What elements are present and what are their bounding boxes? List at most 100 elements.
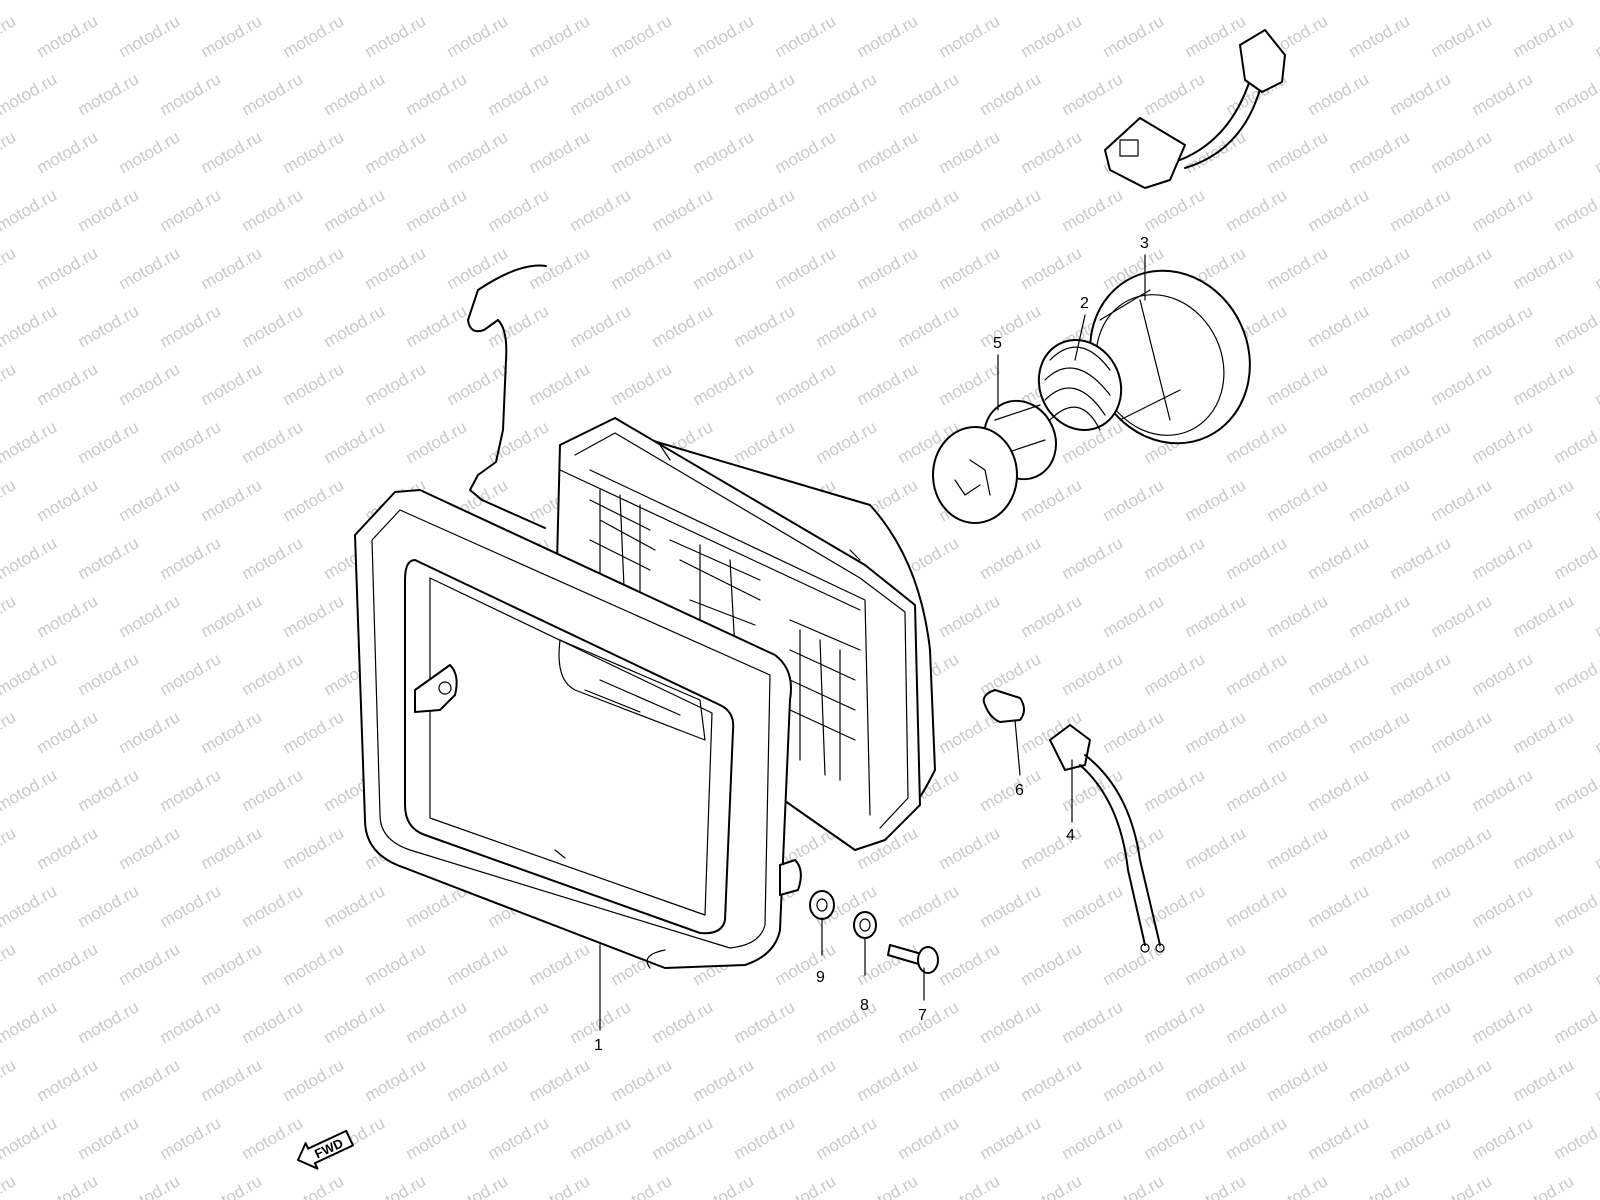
watermark-text: motod.ru [239,301,307,351]
watermark-text: motod.ru [731,301,799,351]
callout-2: 2 [1080,295,1089,312]
watermark-text: motod.ru [1428,1055,1496,1105]
watermark-text: motod.ru [813,997,881,1047]
watermark-text: motod.ru [854,243,922,293]
position-socket [1049,724,1165,953]
watermark-text: motod.ru [1100,475,1168,525]
watermark-text: motod.ru [1469,533,1537,583]
watermark-text: motod.ru [280,127,348,177]
watermark-text: motod.ru [649,69,717,119]
watermark-text: motod.ru [1387,301,1455,351]
watermark-text: motod.ru [649,1113,717,1163]
watermark-text: motod.ru [362,11,430,61]
watermark-text: motod.ru [0,417,60,467]
wire-connector [1104,29,1286,189]
watermark-text: motod.ru [34,823,102,873]
watermark-text: motod.ru [239,649,307,699]
watermark-text: motod.ru [198,127,266,177]
callout-9: 9 [816,969,825,986]
watermark-text: motod.ru [0,939,19,989]
watermark-text: motod.ru [1223,649,1291,699]
watermark-text: motod.ru [1469,1113,1537,1163]
watermark-text: motod.ru [34,591,102,641]
watermark-text: motod.ru [444,127,512,177]
fasteners [809,890,939,974]
watermark-text: motod.ru [731,0,799,3]
watermark-text: motod.ru [1059,533,1127,583]
watermark-text: motod.ru [731,997,799,1047]
watermark-text: motod.ru [1510,591,1578,641]
watermark-text: motod.ru [485,301,553,351]
watermark-text: motod.ru [1469,997,1537,1047]
watermark-text: motod.ru [280,1171,348,1200]
callout-8: 8 [860,997,869,1014]
bracket-wire [467,264,547,529]
callout-6: 6 [1015,782,1024,799]
watermark-text: motod.ru [731,185,799,235]
watermark-text: motod.ru [1305,1113,1373,1163]
watermark-text: motod.ru [1592,1171,1600,1200]
watermark-text: motod.ru [280,591,348,641]
watermark-text: motod.ru [731,417,799,467]
watermark-text: motod.ru [1387,0,1455,3]
watermark-text: motod.ru [198,1055,266,1105]
watermark-text: motod.ru [1100,1055,1168,1105]
watermark-text: motod.ru [485,0,553,3]
watermark-text: motod.ru [157,649,225,699]
watermark-text: motod.ru [1428,823,1496,873]
watermark-text: motod.ru [1141,185,1209,235]
watermark-text: motod.ru [1264,243,1332,293]
watermark-text: motod.ru [1182,1171,1250,1200]
watermark-text: motod.ru [1264,1171,1332,1200]
watermark-text: motod.ru [0,185,60,235]
watermark-text: motod.ru [1264,823,1332,873]
watermark-text: motod.ru [444,359,512,409]
watermark-text: motod.ru [1387,185,1455,235]
watermark-text: motod.ru [198,823,266,873]
watermark-text: motod.ru [1551,533,1600,583]
watermark-text: motod.ru [280,243,348,293]
watermark-text: motod.ru [813,185,881,235]
watermark-text: motod.ru [0,533,60,583]
watermark-text: motod.ru [813,417,881,467]
watermark-text: motod.ru [1346,1055,1414,1105]
watermark-text: motod.ru [977,533,1045,583]
watermark-text: motod.ru [0,359,19,409]
watermark-text: motod.ru [690,243,758,293]
watermark-text: motod.ru [854,1055,922,1105]
watermark-text: motod.ru [1223,765,1291,815]
watermark-text: motod.ru [157,0,225,3]
watermark-text: motod.ru [608,1055,676,1105]
watermark-text: motod.ru [854,359,922,409]
watermark-text: motod.ru [1264,127,1332,177]
watermark-text: motod.ru [813,301,881,351]
watermark-text: motod.ru [321,417,389,467]
watermark-text: motod.ru [485,1113,553,1163]
watermark-text: motod.ru [116,707,184,757]
watermark-text: motod.ru [1592,939,1600,989]
watermark-text: motod.ru [0,881,60,931]
watermark-text: motod.ru [1551,1113,1600,1163]
watermark-text: motod.ru [1387,649,1455,699]
watermark-text: motod.ru [1428,591,1496,641]
watermark-text: motod.ru [280,823,348,873]
watermark-text: motod.ru [239,997,307,1047]
watermark-text: motod.ru [34,243,102,293]
watermark-text: motod.ru [936,1055,1004,1105]
watermark-text: motod.ru [1018,1055,1086,1105]
watermark-text: motod.ru [526,1171,594,1200]
callout-4: 4 [1066,827,1075,844]
watermark-text: motod.ru [1059,881,1127,931]
watermark-text: motod.ru [403,69,471,119]
watermark-text: motod.ru [1182,127,1250,177]
watermark-text: motod.ru [1305,0,1373,3]
watermark-text: motod.ru [690,1171,758,1200]
watermark-text: motod.ru [1100,1171,1168,1200]
watermark-text: motod.ru [977,1113,1045,1163]
watermark-text: motod.ru [1428,707,1496,757]
watermark-text: motod.ru [403,997,471,1047]
watermark-text: motod.ru [1346,127,1414,177]
watermark-text: motod.ru [403,417,471,467]
watermark-text: motod.ru [1018,127,1086,177]
watermark-text: motod.ru [1592,359,1600,409]
